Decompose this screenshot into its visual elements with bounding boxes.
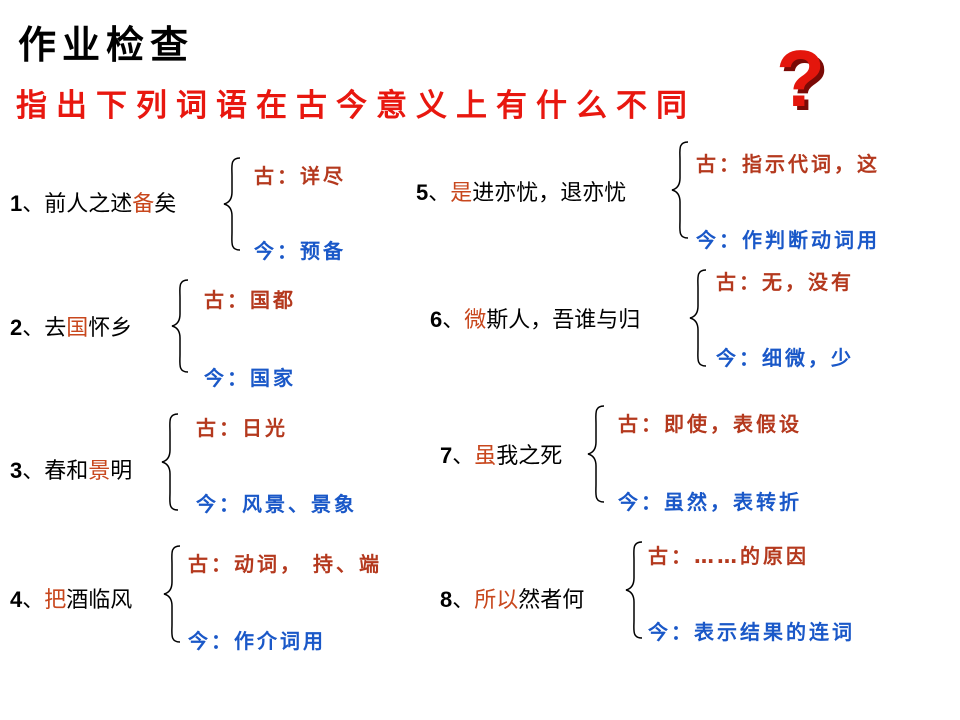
item-2-brace <box>171 279 189 373</box>
item-7-ancient-meaning: 古：即使，表假设 <box>618 412 802 436</box>
item-7-modern-meaning: 今：虽然，表转折 <box>618 490 802 514</box>
item-3-brace <box>161 413 179 511</box>
item-1-modern-meaning: 今：预备 <box>254 239 346 263</box>
item-2-modern-meaning: 今：国家 <box>204 366 296 390</box>
item-5-ancient-meaning: 古：指示代词，这 <box>696 152 880 176</box>
item-8-brace <box>625 541 643 639</box>
item-8-modern-meaning: 今：表示结果的连词 <box>648 620 855 644</box>
item-6-modern-meaning: 今：细微，少 <box>716 346 854 370</box>
item-6-brace <box>689 269 707 367</box>
item-4-modern-meaning: 今：作介词用 <box>188 629 326 653</box>
item-3-modern-meaning: 今：风景、景象 <box>196 492 357 516</box>
item-4-ancient-meaning: 古：动词， 持、端 <box>188 552 382 576</box>
item-1-ancient-meaning: 古：详尽 <box>254 164 346 188</box>
page-subtitle: 指出下列词语在古今意义上有什么不同 <box>16 88 696 124</box>
question-mark-icon: ? ? <box>776 44 829 120</box>
item-4-brace <box>163 545 181 643</box>
item-3-ancient-meaning: 古：日光 <box>196 416 288 440</box>
item-8-phrase: 8、所以然者何 <box>440 587 585 613</box>
item-7-brace <box>587 405 605 503</box>
item-1-brace <box>223 157 241 251</box>
item-1-phrase: 1、前人之述备矣 <box>10 191 177 217</box>
svg-text:?: ? <box>780 44 829 120</box>
item-2-phrase: 2、去国怀乡 <box>10 315 133 341</box>
item-3-phrase: 3、春和景明 <box>10 458 133 484</box>
item-6-phrase: 6、微斯人，吾谁与归 <box>430 307 641 333</box>
item-8-ancient-meaning: 古：……的原因 <box>648 544 809 568</box>
page-title: 作业检查 <box>18 23 195 67</box>
item-2-ancient-meaning: 古：国都 <box>204 288 296 312</box>
item-4-phrase: 4、把酒临风 <box>10 587 133 613</box>
svg-text:?: ? <box>776 44 825 120</box>
item-5-phrase: 5、是进亦忧，退亦忧 <box>416 180 627 206</box>
item-5-modern-meaning: 今：作判断动词用 <box>696 228 880 252</box>
item-6-ancient-meaning: 古：无，没有 <box>716 270 854 294</box>
item-7-phrase: 7、虽我之死 <box>440 443 563 469</box>
item-5-brace <box>671 141 689 239</box>
